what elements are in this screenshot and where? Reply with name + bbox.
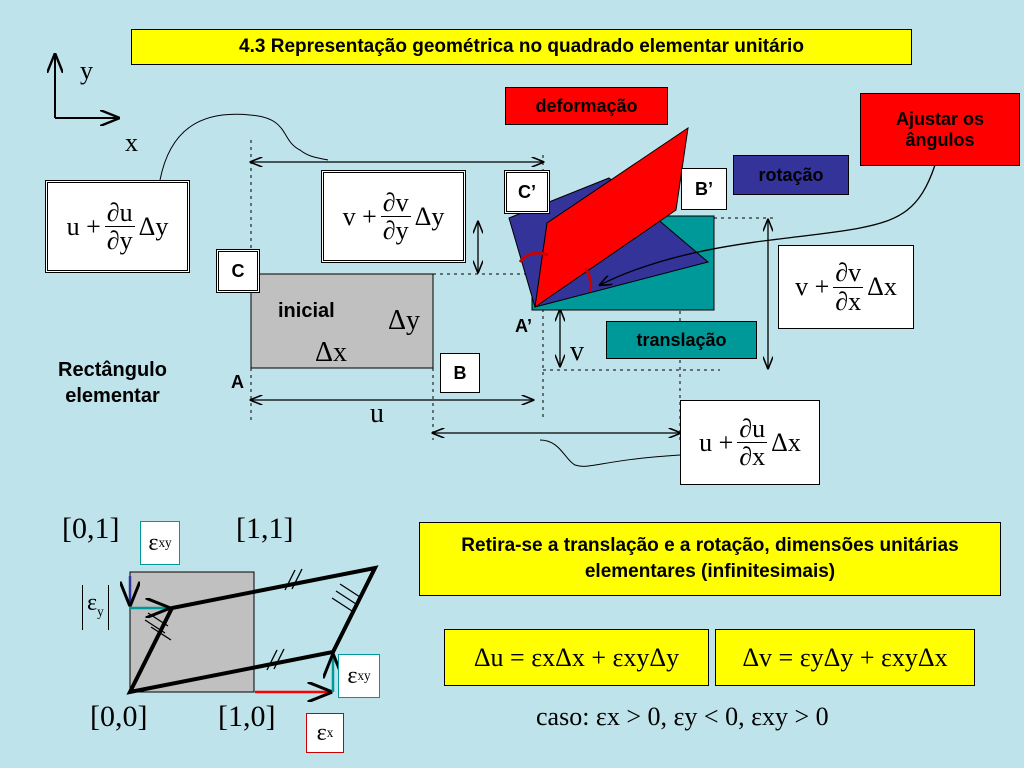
initial-rectangle <box>250 273 434 369</box>
corner-0-1: [0,1] <box>62 512 120 545</box>
case-condition: caso: εx > 0, εy < 0, εxy > 0 <box>536 702 829 731</box>
statement-box: Retira-se a translação e a rotação, dime… <box>419 522 1001 596</box>
page-title: 4.3 Representação geométrica no quadrado… <box>131 29 912 65</box>
label-rotacao: rotação <box>733 155 849 195</box>
formula-u-dx: u + ∂u∂x Δx <box>680 400 820 485</box>
label-ajustar-angulos: Ajustar os ângulos <box>860 93 1020 166</box>
label-rectangulo-elementar: Rectângulo elementar <box>58 359 167 407</box>
equation-delta-v: Δv = εyΔy + εxyΔx <box>715 629 975 686</box>
axis-y-label: y <box>80 56 93 85</box>
point-Bp-label: B’ <box>681 168 727 210</box>
axis-x-label: x <box>125 128 138 157</box>
label-v: v <box>570 336 584 367</box>
corner-1-0: [1,0] <box>218 700 276 733</box>
label-u: u <box>370 398 384 429</box>
formula-u-dy: u + ∂u∂y Δy <box>45 180 190 273</box>
point-A-label: A <box>231 372 244 392</box>
label-dx: Δx <box>315 337 348 368</box>
label-inicial: inicial <box>278 300 335 322</box>
deformed-unit-square <box>126 565 379 695</box>
corner-0-0: [0,0] <box>90 700 148 733</box>
point-Ap-label: A’ <box>515 316 533 336</box>
epsilon-y-abs: εy <box>82 585 109 630</box>
corner-1-1: [1,1] <box>236 512 294 545</box>
deformed-parallelogram <box>534 126 689 309</box>
axes-icon <box>55 55 118 118</box>
point-C-label: C <box>216 249 260 293</box>
label-translacao: translação <box>606 321 757 359</box>
formula-v-dy: v + ∂v∂y Δy <box>321 170 466 263</box>
formula-v-dx: v + ∂v∂x Δx <box>778 245 914 329</box>
unit-square <box>129 571 255 693</box>
equation-delta-u: Δu = εxΔx + εxyΔy <box>444 629 709 686</box>
point-Cp-label: C’ <box>504 170 550 214</box>
label-dy: Δy <box>388 305 421 336</box>
label-deformacao: deformação <box>505 87 668 125</box>
point-B-label: B <box>440 353 480 393</box>
